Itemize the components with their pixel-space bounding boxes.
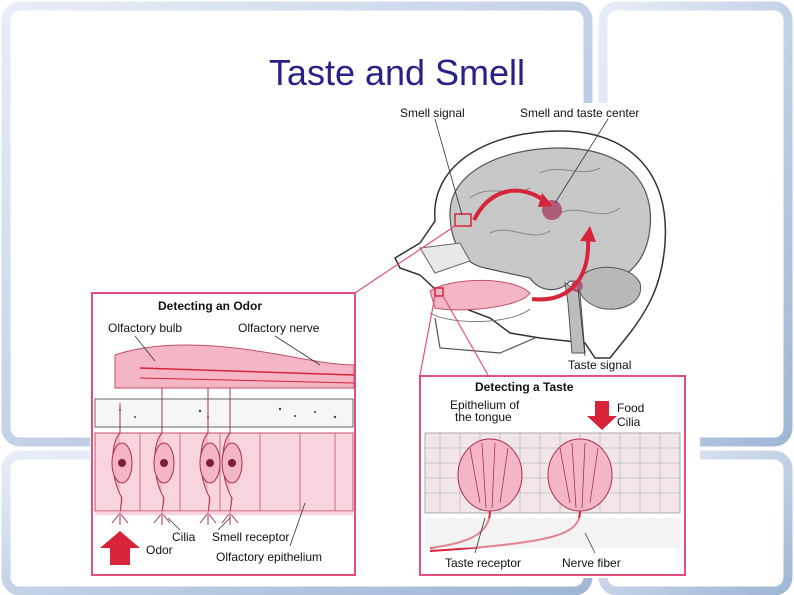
cilia-label-odor: Cilia [172,530,196,544]
olfactory-region-marker [454,213,472,227]
taste-panel-heading: Detecting a Taste [475,380,574,394]
smell-receptor-label: Smell receptor [212,530,289,544]
nerve-fiber-label: Nerve fiber [562,556,621,570]
taste-smell-diagram: Smell signal Smell and taste center Tast… [90,103,700,578]
olfactory-epithelium-label: Olfactory epithelium [216,550,322,564]
epithelium-label-line2: the tongue [455,410,512,424]
tongue-region-marker [434,287,444,297]
food-arrow [587,401,617,430]
taste-buds [457,438,613,512]
odor-detection-panel: Detecting an Odor Olfactory bulb Olfacto… [91,292,356,576]
odor-arrow [100,531,140,565]
slide-title: Taste and Smell [268,52,526,93]
smell-signal-label: Smell signal [400,106,465,120]
smell-taste-center-label: Smell and taste center [520,106,639,120]
olfactory-nerve-label: Olfactory nerve [238,321,320,335]
odor-panel-heading: Detecting an Odor [158,299,262,313]
taste-detection-panel: Detecting a Taste Epithelium of the tong… [419,375,686,576]
epithelium-label-line1: Epithelium of [450,398,520,412]
head-cross-section: Smell signal Smell and taste center Tast… [351,106,667,376]
taste-signal-arrow [531,237,591,302]
food-label: Food [617,401,644,415]
taste-signal-label: Taste signal [568,358,631,372]
olfactory-bulb-label: Olfactory bulb [108,321,182,335]
smell-signal-arrow [472,188,547,221]
odor-label: Odor [146,543,173,557]
cilia-label-taste: Cilia [617,415,641,429]
tongue [429,279,531,311]
taste-receptor-label: Taste receptor [445,556,521,570]
